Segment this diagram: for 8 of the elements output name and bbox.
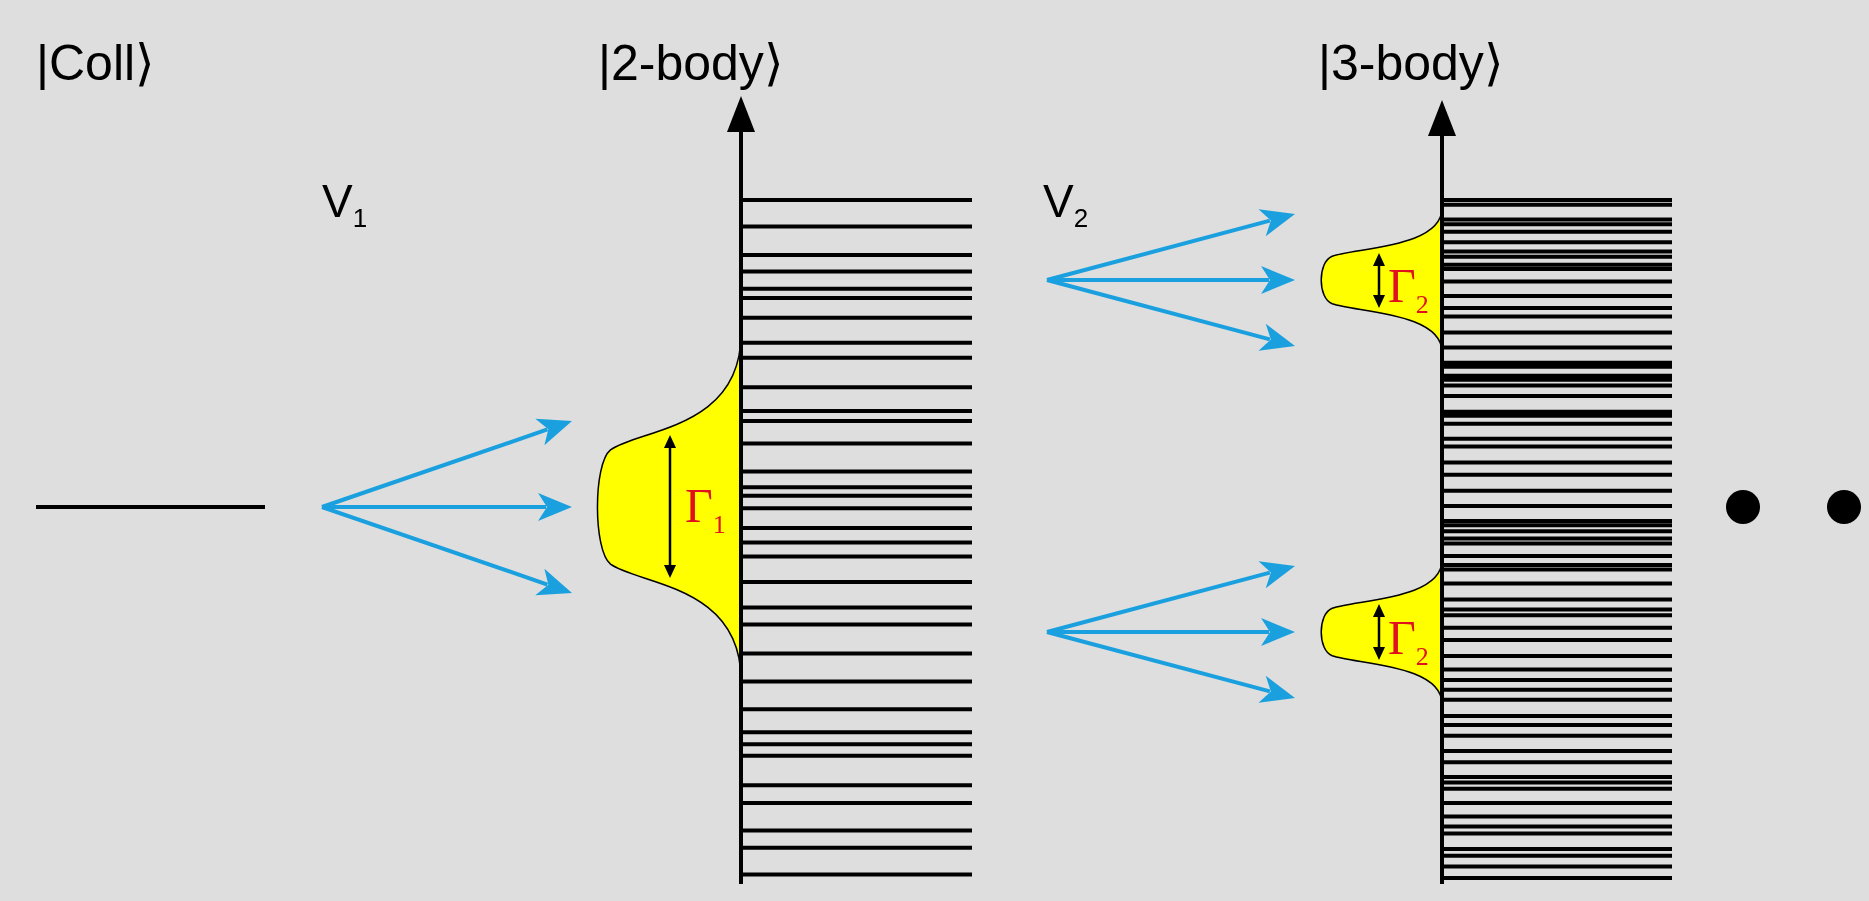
state-label: |Coll⟩ [36,38,156,88]
width-label: Γ$_{2}$ [1388,614,1429,670]
state-label: |2-body⟩ [598,38,784,88]
width-label: Γ$_{2}$ [1388,262,1429,318]
state-label: |3-body⟩ [1318,38,1504,88]
width-label: Γ$_{1}$ [685,482,726,538]
coupling-label: V$_{1}$ [322,178,368,232]
coupling-label: V$_{2}$ [1043,178,1089,232]
